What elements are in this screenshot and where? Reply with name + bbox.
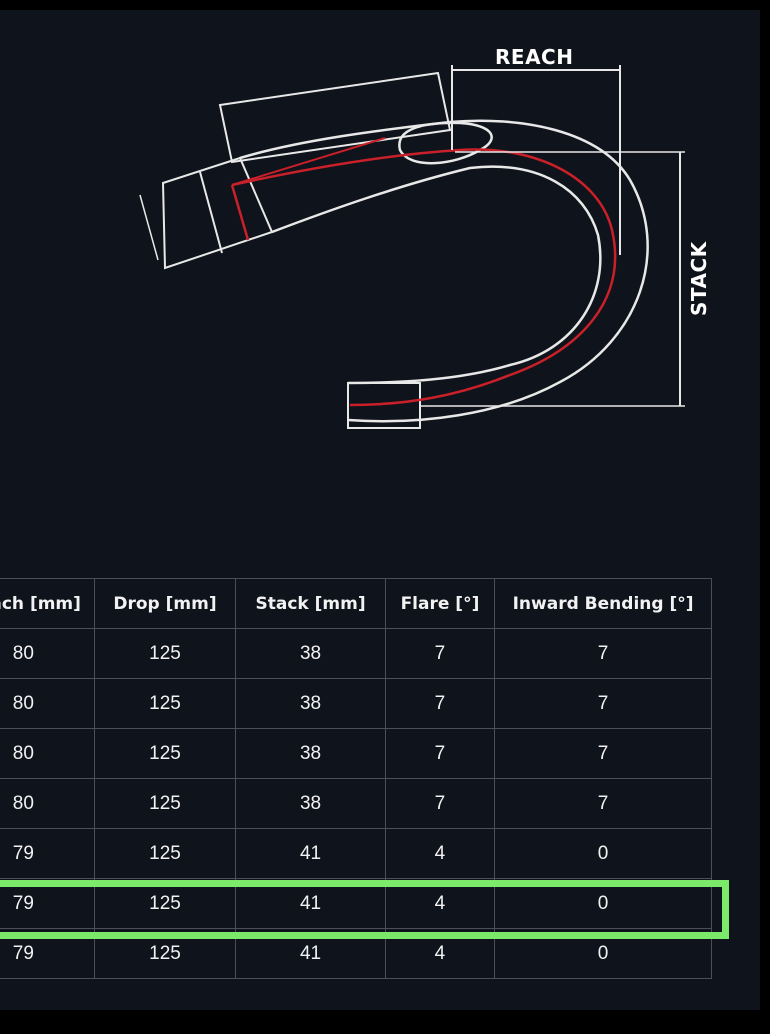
cell-reach: 80 — [0, 728, 95, 779]
cell-reach: 79 — [0, 828, 95, 879]
table-row: 80 125 38 7 7 — [0, 778, 712, 829]
bar-end-outline — [161, 156, 274, 270]
cell-flare: 7 — [384, 678, 496, 729]
table-row: 80 125 38 7 7 — [0, 678, 712, 729]
cell-flare: 7 — [384, 778, 496, 829]
table-row: 79 125 41 4 0 — [0, 928, 712, 979]
col-header-inward-bending: Inward Bending [°] — [494, 578, 712, 629]
cell-drop: 125 — [93, 728, 237, 779]
reach-label: REACH — [495, 45, 573, 69]
cell-reach: 79 — [0, 878, 95, 929]
cell-stack: 38 — [235, 778, 386, 829]
cell-stack: 38 — [235, 628, 386, 679]
cell-flare: 4 — [384, 828, 496, 879]
cell-reach: 80 — [0, 778, 95, 829]
stem-outline — [218, 71, 452, 164]
table-row: 80 125 38 7 7 — [0, 628, 712, 679]
cell-reach: 80 — [0, 678, 95, 729]
cell-inward-bending: 7 — [494, 728, 712, 779]
cell-inward-bending: 7 — [494, 678, 712, 729]
cell-stack: 41 — [235, 878, 386, 929]
bar-edge-line — [139, 194, 159, 261]
col-header-drop: Drop [mm] — [93, 578, 237, 629]
bar-inner-outline — [271, 165, 602, 385]
table-header-row: Reach [mm] Drop [mm] Stack [mm] Flare [°… — [0, 578, 712, 629]
cell-drop: 125 — [93, 928, 237, 979]
cell-stack: 41 — [235, 928, 386, 979]
handlebar-diagram: REACH STACK — [139, 45, 711, 429]
drop-end-outline — [347, 382, 421, 429]
cell-reach: 80 — [0, 628, 95, 679]
bar-outer-outline — [239, 119, 649, 423]
col-header-reach: Reach [mm] — [0, 578, 95, 629]
cell-drop: 125 — [93, 828, 237, 879]
cell-inward-bending: 7 — [494, 778, 712, 829]
cell-stack: 38 — [235, 728, 386, 779]
cell-drop: 125 — [93, 878, 237, 929]
col-header-flare: Flare [°] — [384, 578, 496, 629]
table-row: 80 125 38 7 7 — [0, 728, 712, 779]
cell-stack: 38 — [235, 678, 386, 729]
cell-drop: 125 — [93, 678, 237, 729]
cell-flare: 4 — [384, 878, 496, 929]
geometry-table: Reach [mm] Drop [mm] Stack [mm] Flare [°… — [0, 578, 712, 979]
cable-routing-branch — [231, 137, 386, 186]
cell-flare: 7 — [384, 728, 496, 779]
table-row: 79 125 41 4 0 — [0, 828, 712, 879]
cable-entry-line — [230, 184, 250, 241]
cell-drop: 125 — [93, 628, 237, 679]
cell-inward-bending: 7 — [494, 628, 712, 679]
col-header-stack: Stack [mm] — [235, 578, 386, 629]
stem-clamp-loop — [398, 121, 493, 165]
stack-label: STACK — [687, 240, 711, 316]
table-row-highlighted: 79 125 41 4 0 — [0, 878, 712, 929]
cell-flare: 7 — [384, 628, 496, 679]
cell-flare: 4 — [384, 928, 496, 979]
cell-stack: 41 — [235, 828, 386, 879]
cell-reach: 79 — [0, 928, 95, 979]
cell-drop: 125 — [93, 778, 237, 829]
cell-inward-bending: 0 — [494, 828, 712, 879]
bar-segment-line — [199, 171, 223, 254]
cell-inward-bending: 0 — [494, 928, 712, 979]
cell-inward-bending: 0 — [494, 878, 712, 929]
content-frame: REACH STACK Reach [mm] Drop [mm] Stack [… — [0, 10, 760, 1010]
cable-routing-line — [231, 148, 617, 407]
